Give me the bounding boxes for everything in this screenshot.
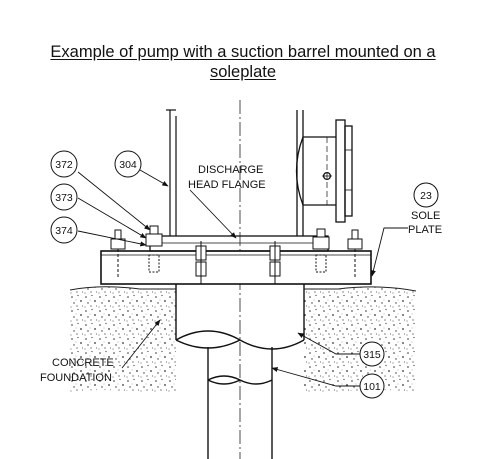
sole-plate bbox=[100, 250, 372, 285]
lower-pipe bbox=[207, 347, 273, 459]
column-pipe bbox=[166, 109, 177, 236]
svg-text:23: 23 bbox=[420, 190, 432, 202]
title-line-2: soleplate bbox=[209, 63, 277, 81]
svg-text:315: 315 bbox=[363, 349, 381, 361]
bolt-center-right bbox=[269, 241, 281, 284]
bolt-right-outer bbox=[347, 229, 363, 278]
callout-101: 101 bbox=[359, 373, 385, 399]
svg-text:373: 373 bbox=[55, 192, 73, 204]
callout-315: 315 bbox=[359, 341, 385, 367]
svg-text:374: 374 bbox=[55, 225, 73, 237]
callout-304: 304 bbox=[114, 150, 142, 178]
label-foundation: FOUNDATION bbox=[40, 372, 112, 384]
bolt-center-left bbox=[195, 241, 207, 284]
anchor-bolts bbox=[110, 225, 363, 284]
leader-lines bbox=[77, 169, 408, 387]
label-discharge: DISCHARGE bbox=[198, 164, 263, 176]
label-sole: SOLE bbox=[411, 210, 440, 222]
concrete-foundation bbox=[69, 286, 417, 392]
bolt-right-inner bbox=[312, 228, 330, 273]
svg-text:101: 101 bbox=[363, 381, 381, 393]
callout-372: 372 bbox=[50, 150, 78, 178]
discharge-pipe bbox=[295, 110, 353, 236]
diagram-title: Example of pump with a suction barrel mo… bbox=[0, 42, 486, 82]
discharge-head-flange bbox=[149, 235, 329, 252]
svg-text:372: 372 bbox=[55, 159, 73, 171]
label-concrete: CONCRETE bbox=[52, 357, 114, 369]
label-head-flange: HEAD FLANGE bbox=[188, 179, 266, 191]
callout-373: 373 bbox=[50, 183, 78, 211]
callout-374: 374 bbox=[50, 216, 78, 244]
label-plate: PLATE bbox=[408, 224, 442, 236]
callout-23: 23 bbox=[413, 182, 439, 208]
svg-text:304: 304 bbox=[119, 159, 137, 171]
title-line-1: Example of pump with a suction barrel mo… bbox=[50, 43, 436, 61]
